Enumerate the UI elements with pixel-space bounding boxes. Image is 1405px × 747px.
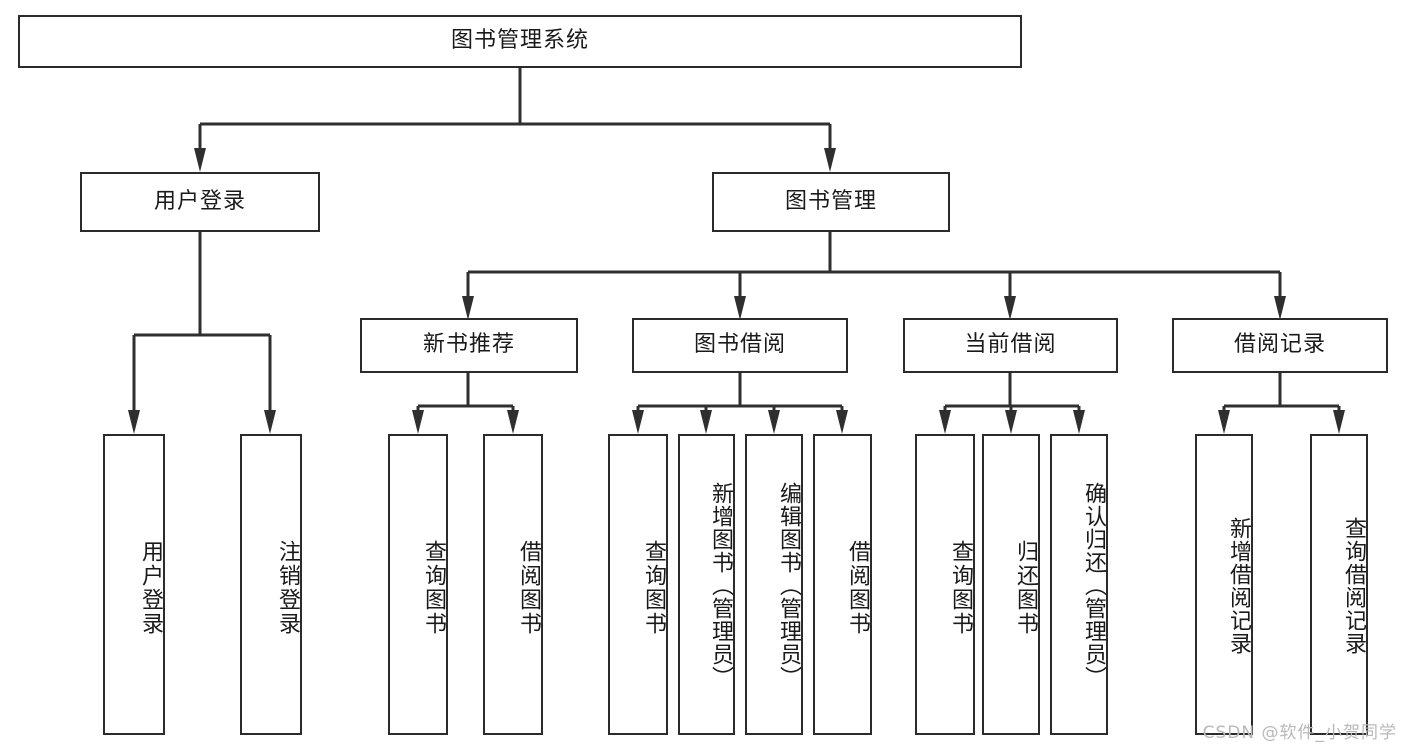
node-label: 用户登录 bbox=[153, 188, 246, 214]
node-label: 新增图书（管理员） bbox=[708, 482, 733, 689]
node-label: 图书管理系统 bbox=[450, 28, 589, 54]
node-label: 查询图书 bbox=[641, 539, 666, 636]
node-label: 确认归还（管理员） bbox=[1081, 482, 1106, 689]
node-label: 借阅图书 bbox=[516, 539, 541, 636]
leaf-book-borrow-edit[interactable]: 编辑图书（管理员） bbox=[745, 434, 803, 735]
leaf-current-borrow-return[interactable]: 归还图书 bbox=[982, 434, 1040, 735]
leaf-new-book-borrow[interactable]: 借阅图书 bbox=[483, 434, 543, 735]
leaf-current-borrow-confirm-return[interactable]: 确认归还（管理员） bbox=[1050, 434, 1108, 735]
node-label: 注销登录 bbox=[275, 539, 300, 636]
leaf-book-borrow-add[interactable]: 新增图书（管理员） bbox=[678, 434, 735, 735]
node-root-system[interactable]: 图书管理系统 bbox=[18, 15, 1022, 68]
node-user-login[interactable]: 用户登录 bbox=[80, 172, 320, 232]
leaf-book-borrow-borrow[interactable]: 借阅图书 bbox=[813, 434, 872, 735]
leaf-user-login-login[interactable]: 用户登录 bbox=[103, 434, 165, 735]
node-label: 当前借阅 bbox=[964, 332, 1057, 358]
leaf-new-book-query[interactable]: 查询图书 bbox=[388, 434, 448, 735]
node-label: 编辑图书（管理员） bbox=[776, 482, 801, 689]
leaf-borrow-record-add[interactable]: 新增借阅记录 bbox=[1195, 434, 1253, 735]
node-label: 图书借阅 bbox=[693, 332, 786, 358]
node-label: 用户登录 bbox=[138, 539, 163, 636]
node-label: 查询图书 bbox=[421, 539, 446, 636]
node-label: 新书推荐 bbox=[422, 332, 515, 358]
node-new-book-recommend[interactable]: 新书推荐 bbox=[360, 318, 578, 373]
leaf-book-borrow-query[interactable]: 查询图书 bbox=[608, 434, 668, 735]
node-book-manage[interactable]: 图书管理 bbox=[712, 172, 950, 232]
node-current-borrow[interactable]: 当前借阅 bbox=[903, 318, 1118, 373]
leaf-current-borrow-query[interactable]: 查询图书 bbox=[915, 434, 975, 735]
leaf-borrow-record-query[interactable]: 查询借阅记录 bbox=[1310, 434, 1368, 735]
watermark: CSDN @软件_小贺同学 bbox=[1202, 723, 1397, 743]
node-book-borrow[interactable]: 图书借阅 bbox=[632, 318, 848, 373]
node-label: 图书管理 bbox=[784, 188, 877, 214]
node-borrow-record[interactable]: 借阅记录 bbox=[1172, 318, 1388, 373]
node-label: 新增借阅记录 bbox=[1226, 516, 1251, 655]
node-label: 借阅记录 bbox=[1233, 332, 1326, 358]
leaf-user-login-logout[interactable]: 注销登录 bbox=[240, 434, 302, 735]
node-label: 查询借阅记录 bbox=[1341, 516, 1366, 655]
node-label: 借阅图书 bbox=[845, 539, 870, 636]
node-label: 归还图书 bbox=[1013, 539, 1038, 636]
node-label: 查询图书 bbox=[948, 539, 973, 636]
